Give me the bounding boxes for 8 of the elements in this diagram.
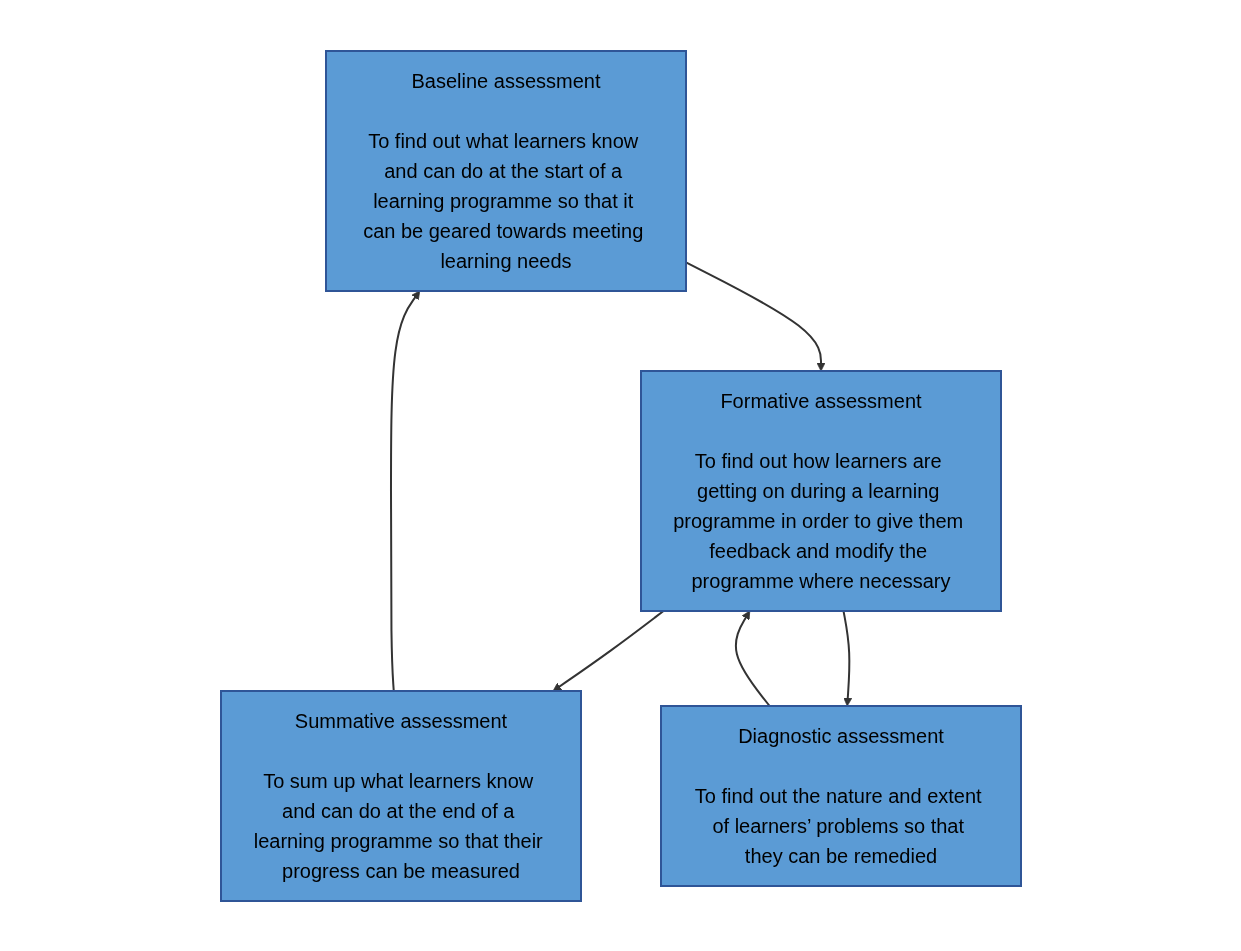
node-box: Baseline assessment To find out what learners know and can do at the start of a learning programme so that it can be geared towards meeting learning needs [324,49,687,292]
arrow [842,609,852,706]
node-box: Diagnostic assessment To find out the nature and extent of learners’ problems so that they can be remedied [659,704,1022,887]
node-box: Summative assessment To sum up what learners know and can do at the end of a learning programme so that their progress can be measured [219,689,582,902]
arrow [734,610,771,707]
node-box: Formative assessment To find out how learners are getting on during a learning programme in order to give them feedback and modify the programme where necessary [639,369,1002,612]
arrow [389,290,420,692]
arrow [552,609,664,691]
